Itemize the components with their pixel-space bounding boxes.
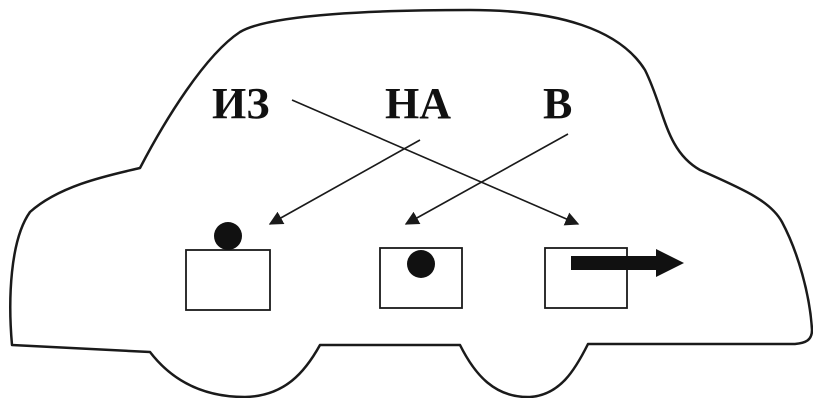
pointer-v-to-in-box bbox=[404, 133, 569, 225]
ball-icon bbox=[214, 222, 242, 250]
box-in-group bbox=[379, 247, 463, 309]
label-na: НА bbox=[385, 79, 451, 128]
label-iz: ИЗ bbox=[212, 79, 269, 128]
box-on bbox=[185, 249, 271, 311]
box-out bbox=[544, 247, 628, 309]
label-v: В bbox=[543, 79, 572, 128]
ball-icon bbox=[407, 250, 435, 278]
box-on-group bbox=[185, 222, 271, 311]
pointer-iz-to-out-of-box bbox=[291, 99, 580, 226]
pointer-na-to-on-box bbox=[268, 139, 421, 225]
arrow-right-icon bbox=[571, 249, 684, 277]
box-out-group bbox=[544, 247, 684, 309]
car-outline-icon bbox=[9, 8, 813, 398]
box-in bbox=[379, 247, 463, 309]
